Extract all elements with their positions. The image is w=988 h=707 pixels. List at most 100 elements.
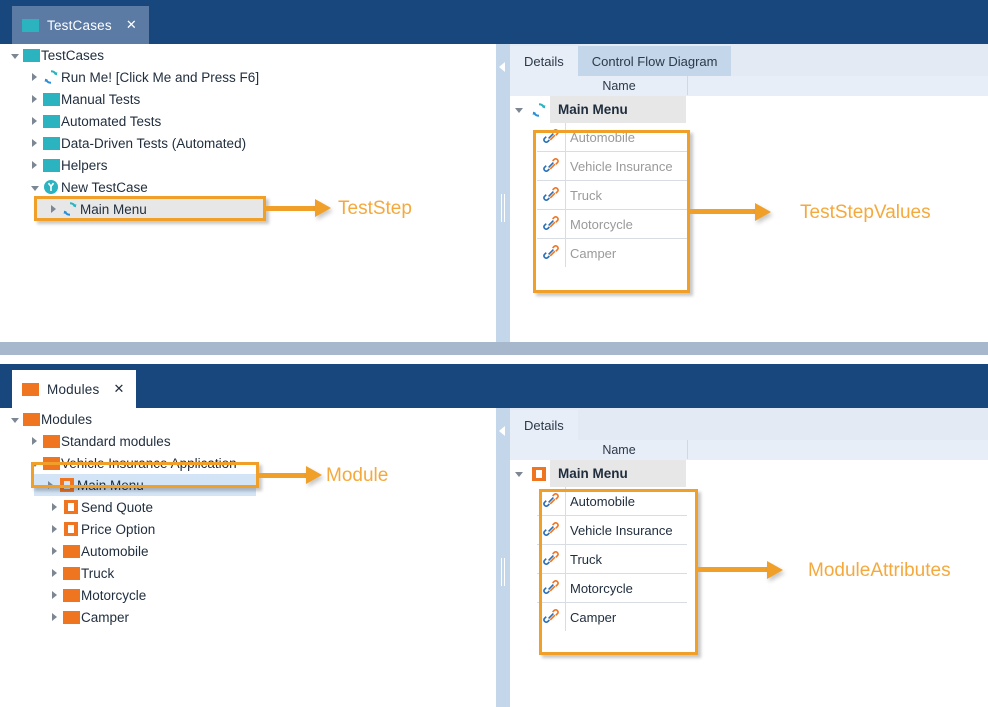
attribute-row[interactable]: Vehicle Insurance (537, 516, 687, 545)
expander-right-icon[interactable] (48, 569, 61, 577)
column-header-name: Name (551, 440, 688, 459)
splitter-grip[interactable] (500, 558, 506, 586)
window-tab-testcases[interactable]: TestCases ✕ (12, 6, 149, 44)
tree-item-main-menu[interactable]: Main Menu (34, 474, 256, 496)
attribute-row[interactable]: Automobile (537, 487, 687, 516)
expander-right-icon[interactable] (48, 547, 61, 555)
tree-item-modules[interactable]: Modules (0, 408, 496, 430)
module-icon (63, 500, 79, 514)
expander-right-icon[interactable] (28, 139, 41, 147)
folder-teal-icon (41, 158, 61, 172)
annotation-line-teststepvalues (690, 209, 758, 214)
tree-item-vehicle-insurance-application[interactable]: Vehicle Insurance Application (0, 452, 496, 474)
attribute-row[interactable]: Motorcycle (537, 574, 687, 603)
tree-item-helpers[interactable]: Helpers (0, 154, 496, 176)
tree-item-label: Manual Tests (61, 91, 141, 107)
expander-right-icon[interactable] (28, 437, 41, 445)
expander-down-icon[interactable] (28, 461, 41, 467)
tree-item-camper[interactable]: Camper (0, 606, 496, 628)
expander-right-icon[interactable] (28, 95, 41, 103)
folder-teal-icon (41, 92, 61, 106)
splitter-grip[interactable] (500, 194, 506, 222)
tree-item-main-menu[interactable]: Main Menu (37, 198, 263, 220)
folder-teal-icon (22, 48, 40, 62)
tree-item-label: Automated Tests (61, 113, 162, 129)
tree-item-run-me-click-me-and-press-f6[interactable]: Run Me! [Click Me and Press F6] (0, 66, 496, 88)
annotation-label-teststep: TestStep (338, 198, 412, 219)
details-tab-bar[interactable]: Details (510, 408, 988, 440)
expander-right-icon[interactable] (48, 503, 61, 511)
details-tab-control-flow-diagram[interactable]: Control Flow Diagram (577, 46, 732, 76)
expander-right-icon[interactable] (28, 117, 41, 125)
tree-item-price-option[interactable]: Price Option (0, 518, 496, 540)
expander-down-icon[interactable] (8, 417, 21, 423)
folder-orange-icon (22, 412, 40, 426)
expander-right-icon[interactable] (48, 591, 61, 599)
link-icon (537, 550, 565, 569)
window-tab-label: TestCases (47, 17, 112, 33)
expander-down-icon[interactable] (510, 471, 528, 477)
tree-item-truck[interactable]: Truck (0, 562, 496, 584)
chevron-left-icon[interactable] (499, 426, 505, 436)
link-icon (537, 186, 565, 205)
attribute-row[interactable]: Automobile (537, 123, 687, 152)
attribute-row[interactable]: Truck (537, 545, 687, 574)
close-icon[interactable]: ✕ (125, 17, 137, 32)
tree-item-testcases[interactable]: TestCases (0, 44, 496, 66)
tree-item-label: Data-Driven Tests (Automated) (61, 135, 247, 151)
expander-down-icon[interactable] (8, 53, 21, 59)
expander-right-icon[interactable] (47, 205, 60, 213)
details-collapse-strip[interactable] (496, 44, 510, 343)
attribute-row[interactable]: Truck (537, 181, 687, 210)
expander-right-icon[interactable] (48, 613, 61, 621)
tree-item-standard-modules[interactable]: Standard modules (0, 430, 496, 452)
details-tab-details[interactable]: Details (510, 410, 578, 440)
tree-item-data-driven-tests-automated[interactable]: Data-Driven Tests (Automated) (0, 132, 496, 154)
tree-item-label: Truck (81, 565, 115, 581)
folder-teal-icon (42, 114, 60, 128)
attribute-row[interactable]: Camper (537, 603, 687, 631)
attribute-row[interactable]: Vehicle Insurance (537, 152, 687, 181)
testcases-title-bar: TestCases ✕ (0, 0, 988, 44)
details-tab-details[interactable]: Details (510, 46, 578, 76)
attribute-row[interactable]: Camper (537, 239, 687, 267)
tree-item-send-quote[interactable]: Send Quote (0, 496, 496, 518)
tree-item-label: TestCases (41, 47, 105, 63)
details-collapse-strip[interactable] (496, 408, 510, 707)
expander-down-icon[interactable] (28, 185, 41, 191)
details-root-row[interactable]: Main Menu (510, 96, 686, 123)
expander-down-icon[interactable] (510, 107, 528, 113)
tree-item-automated-tests[interactable]: Automated Tests (0, 110, 496, 132)
link-icon (543, 521, 559, 540)
details-grid-header: Name (510, 440, 988, 461)
tree-item-label: Standard modules (61, 433, 171, 449)
tree-item-automobile[interactable]: Automobile (0, 540, 496, 562)
close-icon[interactable]: ✕ (113, 381, 125, 396)
chevron-left-icon[interactable] (499, 62, 505, 72)
attribute-row[interactable]: Motorcycle (537, 210, 687, 239)
tree-item-motorcycle[interactable]: Motorcycle (0, 584, 496, 606)
window-separator (0, 342, 988, 355)
details-root-row[interactable]: Main Menu (510, 460, 686, 487)
expander-right-icon[interactable] (28, 73, 41, 81)
tree-item-manual-tests[interactable]: Manual Tests (0, 88, 496, 110)
tree-item-label: New TestCase (61, 179, 148, 195)
tree-item-label: Price Option (81, 521, 156, 537)
folder-orange-icon (42, 456, 60, 470)
expander-right-icon[interactable] (28, 161, 41, 169)
expander-right-icon[interactable] (44, 481, 57, 489)
attribute-label: Automobile (565, 487, 687, 515)
attribute-label: Vehicle Insurance (565, 516, 687, 544)
expander-right-icon[interactable] (48, 525, 61, 533)
tree-item-new-testcase[interactable]: New TestCase (0, 176, 496, 198)
folder-orange-icon (62, 588, 80, 602)
window-tab-modules[interactable]: Modules ✕ (12, 370, 137, 408)
refresh-icon (528, 102, 550, 118)
